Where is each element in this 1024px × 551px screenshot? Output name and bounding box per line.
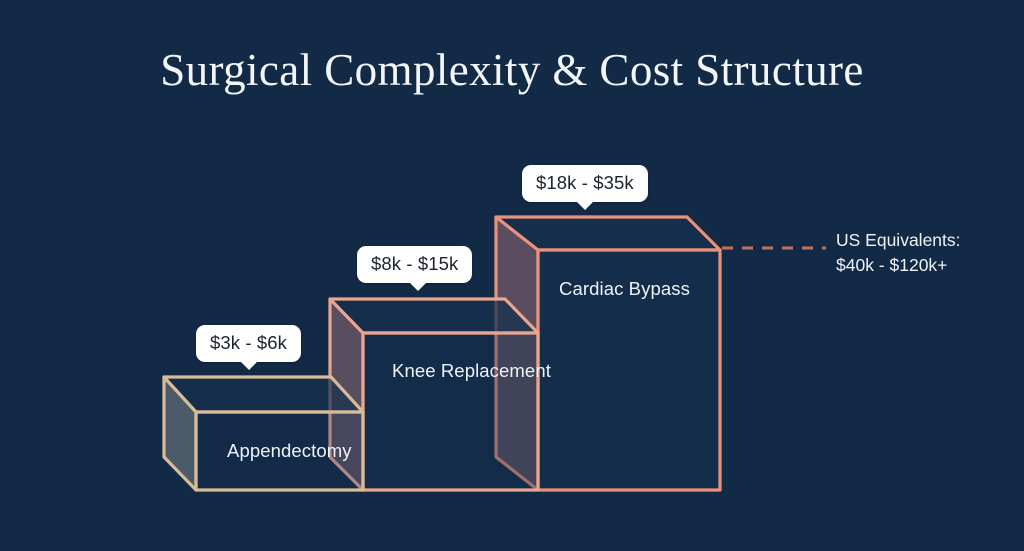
step-label-appendectomy: Appendectomy <box>227 440 352 461</box>
step-2-front-face <box>361 331 540 492</box>
cost-tooltip-cardiac-bypass-text: $18k - $35k <box>536 172 634 193</box>
step-2-top-face <box>328 297 540 335</box>
step-block-appendectomy[interactable] <box>162 375 365 492</box>
tooltip-pointer-icon <box>240 361 258 370</box>
us-equivalents-annotation-title: US Equivalents: <box>836 230 961 250</box>
cost-tooltip-appendectomy-text: $3k - $6k <box>210 332 287 353</box>
step-label-knee-replacement: Knee Replacement <box>392 360 551 381</box>
us-equivalents-annotation: US Equivalents: $40k - $120k+ <box>836 228 961 278</box>
step-1-front-face <box>194 410 365 492</box>
cost-tooltip-knee-replacement[interactable]: $8k - $15k <box>357 246 473 291</box>
step-1-top-face <box>162 375 365 414</box>
step-label-cardiac-bypass: Cardiac Bypass <box>559 278 690 299</box>
cost-tooltip-knee-replacement-text: $8k - $15k <box>371 253 459 274</box>
cost-tooltip-appendectomy[interactable]: $3k - $6k <box>196 325 301 370</box>
step-3-top-face <box>494 215 722 252</box>
page-title: Surgical Complexity & Cost Structure <box>160 45 864 95</box>
cost-tooltip-cardiac-bypass[interactable]: $18k - $35k <box>522 165 648 210</box>
tooltip-pointer-icon <box>576 201 594 210</box>
us-equivalents-annotation-value: $40k - $120k+ <box>836 255 948 275</box>
tooltip-pointer-icon <box>409 282 427 291</box>
